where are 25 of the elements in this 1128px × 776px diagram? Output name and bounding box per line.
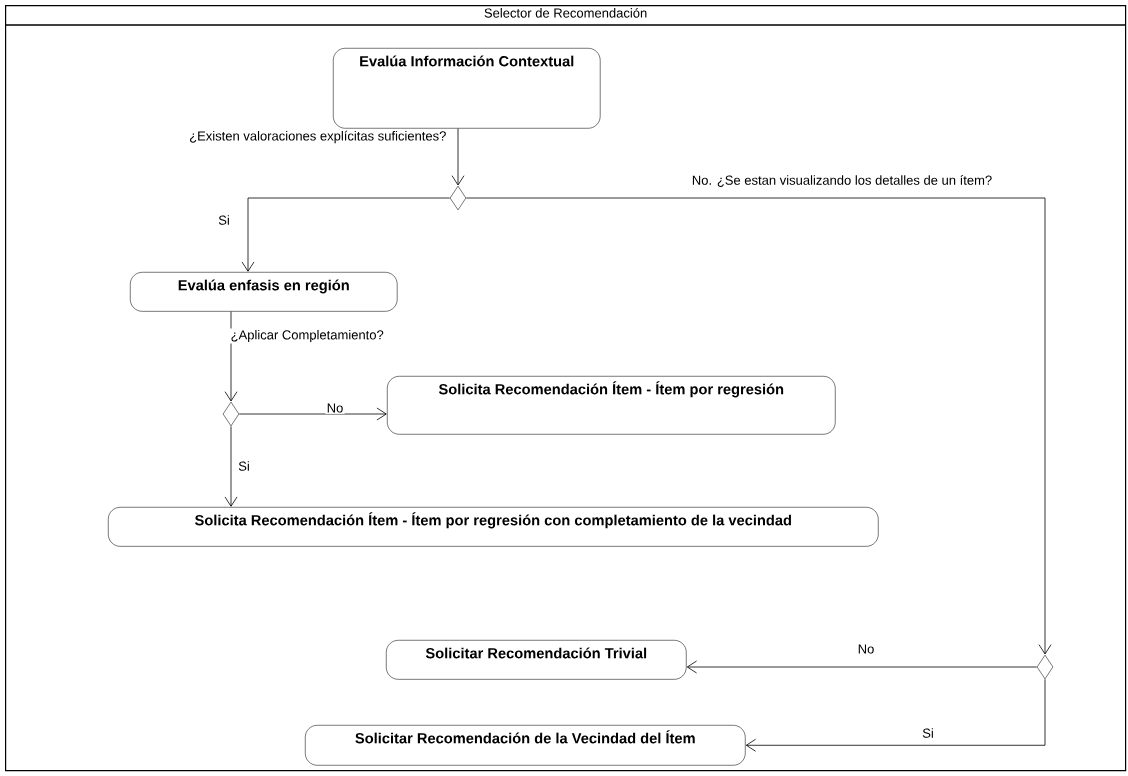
arrow [224,311,238,402]
activity-box: Solicita Recomendación Ítem - Ítem por regresión [387,376,836,435]
arrow [238,407,387,421]
decision-diamond [222,401,240,427]
activity-box: Evalúa Información Contextual [333,48,601,129]
arrow [224,425,238,507]
arrow [451,128,465,186]
edge-label: ¿Existen valoraciones explícitas suficientes? [187,129,448,145]
edge-label: ¿Aplicar Completamiento? [229,328,386,344]
activity-box: Evalúa enfasis en región [130,272,398,312]
decision-diamond [1036,654,1054,680]
edge-label: Si [236,459,252,473]
arrow [686,660,1038,674]
arrow [465,197,1052,655]
edge-label: No [856,643,876,655]
edge-label: Si [216,213,232,227]
arrow [745,678,1046,752]
activity-box: Solicita Recomendación Ítem - Ítem por regresión con completamiento de la vecindad [108,507,879,547]
edge-label: No [325,402,345,414]
activity-box: Solicitar Recomendación de la Vecindad del Ítem [305,725,746,766]
edge-label: Si [920,726,936,740]
arrow [241,197,451,272]
edge-label: No. ¿Se estan visualizando los detalles de un ítem? [690,173,994,189]
activity-box: Solicitar Recomendación Trivial [386,640,687,680]
decision-diamond [449,185,467,211]
